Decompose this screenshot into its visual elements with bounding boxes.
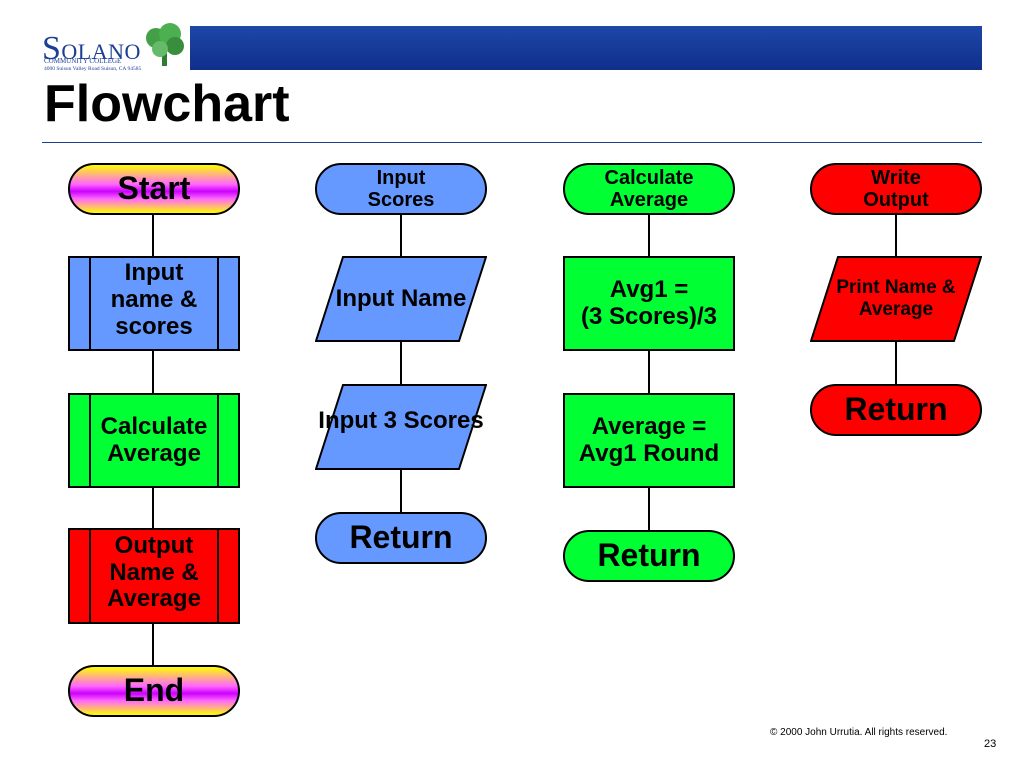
- parallelogram-shape: [810, 256, 982, 342]
- output-process: Output Name & Average: [68, 528, 240, 624]
- average-round-process: Average = Avg1 Round: [563, 393, 735, 488]
- parallelogram-shape: [315, 256, 487, 342]
- connector-line: [648, 486, 650, 530]
- logo-subtitle: COMMUNITY COLLEGE: [44, 57, 122, 65]
- print-output-data: Print Name & Average: [810, 256, 982, 342]
- input-scores-terminal: Input Scores: [315, 163, 487, 215]
- calculate-return-terminal: Return: [563, 530, 735, 582]
- input-process: Input name & scores: [68, 256, 240, 351]
- write-output-return-terminal: Return: [810, 384, 982, 436]
- input-name-data: Input Name: [315, 256, 487, 342]
- input-three-scores-data: Input 3 Scores: [315, 384, 487, 470]
- end-terminal: End: [68, 665, 240, 717]
- calculate-process: Calculate Average: [68, 393, 240, 488]
- connector-line: [648, 349, 650, 393]
- copyright-notice: © 2000 John Urrutia. All rights reserved…: [770, 727, 948, 738]
- college-logo: SOLANO COMMUNITY COLLEGE 4000 Suisun Val…: [42, 22, 184, 74]
- connector-line: [400, 341, 402, 385]
- connector-line: [152, 349, 154, 393]
- slide-title: Flowchart: [44, 75, 290, 133]
- page-number: 23: [984, 738, 997, 750]
- logo-wordmark: SOLANO: [42, 30, 141, 67]
- parallelogram-shape: [315, 384, 487, 470]
- connector-line: [152, 486, 154, 528]
- write-output-terminal: Write Output: [810, 163, 982, 215]
- input-scores-return-terminal: Return: [315, 512, 487, 564]
- connector-line: [895, 213, 897, 257]
- avg-formula-process: Avg1 = (3 Scores)/3: [563, 256, 735, 351]
- calculate-average-terminal: Calculate Average: [563, 163, 735, 215]
- connector-line: [152, 213, 154, 257]
- connector-line: [648, 213, 650, 257]
- tree-icon: [146, 23, 184, 66]
- header-bar: [190, 26, 982, 70]
- connector-line: [152, 623, 154, 665]
- logo-address: 4000 Suisun Valley Road Suisun, CA 94585: [44, 66, 142, 72]
- connector-line: [400, 213, 402, 257]
- start-terminal: Start: [68, 163, 240, 215]
- title-divider: [42, 142, 982, 143]
- connector-line: [895, 341, 897, 385]
- connector-line: [400, 469, 402, 513]
